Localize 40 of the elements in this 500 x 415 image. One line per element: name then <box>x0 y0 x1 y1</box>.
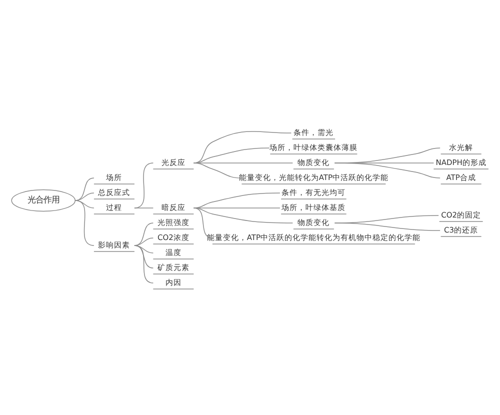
node-text: 场所，叶绿体类囊体薄膜 <box>270 142 358 152</box>
connector <box>74 192 94 200</box>
node-text: 总反应式 <box>98 187 130 196</box>
node-text: CO2的固定 <box>441 210 482 219</box>
node-ellipse: 光合作用 <box>11 188 76 212</box>
connector <box>134 222 154 246</box>
connector <box>193 162 242 178</box>
connector <box>193 207 294 223</box>
connector <box>334 162 440 178</box>
node-text: ATP合成 <box>446 172 476 182</box>
node-text: 物质变化 <box>298 217 330 226</box>
node-text: 温度 <box>165 247 182 256</box>
node-text: C3的还原 <box>444 224 478 234</box>
connector <box>134 162 154 208</box>
connector <box>193 207 280 208</box>
node-text: NADPH的形成 <box>436 157 486 166</box>
connector <box>134 207 154 208</box>
node-text: 能量变化，光能转化为ATP中活跃的化学能 <box>238 172 389 182</box>
connector <box>193 162 294 163</box>
node-text: 光照强度 <box>157 217 190 226</box>
connector <box>334 222 440 230</box>
node-text: 过程 <box>106 202 122 212</box>
node-text: 光反应 <box>161 157 186 166</box>
connector <box>74 177 94 200</box>
connector <box>193 192 280 208</box>
node-text: 物质变化 <box>298 157 330 166</box>
connector <box>134 237 154 246</box>
connector <box>134 244 154 283</box>
node-text: 矿质元素 <box>157 262 190 272</box>
node-text: 条件，需光 <box>294 127 334 136</box>
node-text: 条件，有无光均可 <box>282 187 346 196</box>
node-text: CO2浓度 <box>157 232 190 242</box>
connector <box>74 200 94 246</box>
node-text: 场所 <box>106 172 122 182</box>
node-text: 内因 <box>165 277 182 286</box>
node-text: 暗反应 <box>161 202 186 212</box>
node-text: 水光解 <box>449 142 474 152</box>
node-text: 影响因素 <box>98 240 130 249</box>
node-text: 场所，叶绿体基质 <box>282 202 346 212</box>
connector <box>193 207 213 238</box>
